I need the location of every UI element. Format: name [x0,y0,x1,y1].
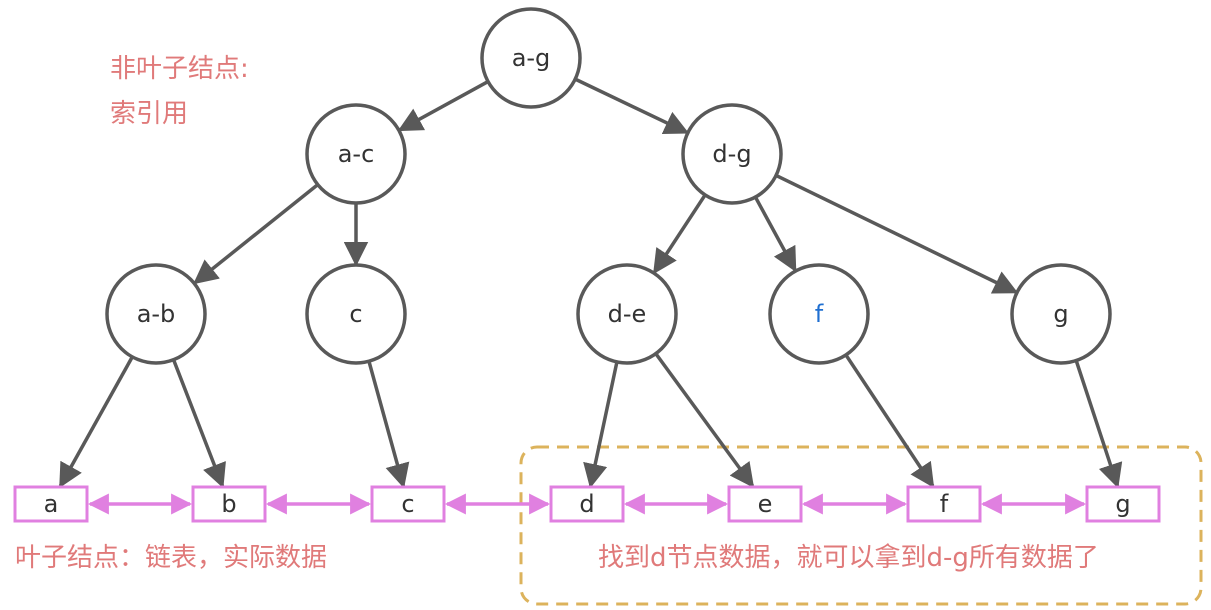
leaf-node-box [549,485,625,523]
leaf-node-f: f [906,485,982,523]
edge-c-Lc [367,360,410,489]
tree-node-de: d-e [576,263,678,365]
leaf-node-box [1085,485,1161,523]
edge-ag-ac [397,80,489,132]
tree-node-circle [576,263,678,365]
leaf-node-label: f [940,490,949,518]
leaf-node-label: g [1115,490,1130,518]
tree-node-label: d-e [608,300,647,328]
leaf-node-a: a [13,485,89,523]
edge-ab-La [58,356,134,489]
leaf-node-box [191,485,267,523]
leaf-nodes: a b c d e f g [13,485,1161,523]
tree-edges [58,77,1123,489]
tree-node-label: g [1053,300,1068,328]
edge-de-Ld [583,361,619,489]
tree-node-circle [681,103,783,205]
tree-node-label: f [815,300,824,328]
tree-nodes: a-g a-c d-g a-b c d-e f g [105,7,1112,365]
non-leaf-title: 非叶子结点: [110,54,249,84]
non-leaf-description: 索引用 [110,99,189,129]
range-highlight-box [519,445,1203,606]
leaf-node-box [370,485,446,523]
edge-dg-f [753,196,797,273]
leaf-node-label: b [221,490,236,518]
tree-node-ac: a-c [305,103,407,205]
tree-node-c: c [305,263,407,365]
tree-node-ab: a-b [105,263,207,365]
tree-node-circle [105,263,207,365]
tree-node-circle [768,263,870,365]
tree-node-ag: a-g [480,7,582,109]
leaf-node-label: d [579,490,594,518]
edge-ac-ab [193,183,319,285]
leaf-node-box [727,485,803,523]
leaf-node-box [13,485,89,523]
leaf-node-c: c [370,485,446,523]
leaf-node-label: e [758,490,773,518]
leaf-node-label: a [44,490,59,518]
tree-node-dg: d-g [681,103,783,205]
tree-node-f: f [768,263,870,365]
leaf-node-box [906,485,982,523]
edge-de-Le [654,352,755,488]
leaf-node-e: e [727,485,803,523]
tree-node-label: a-b [137,300,176,328]
edge-ag-dg [574,77,690,135]
leaf-node-b: b [191,485,267,523]
edge-f-Lf [844,353,935,489]
leaf-node-d: d [549,485,625,523]
edge-dg-de [652,194,707,275]
leaf-node-g: g [1085,485,1161,523]
tree-node-circle [305,263,407,365]
tree-node-label: a-g [512,44,551,72]
tree-node-circle [480,7,582,109]
edge-dg-g [775,173,1019,294]
tree-node-circle [305,103,407,205]
edge-g-Lg [1074,360,1123,489]
leaf-description: 叶子结点：链表，实际数据 [15,543,328,573]
range-note: 找到d节点数据，就可以拿到d-g所有数据了 [598,543,1099,573]
tree-node-label: d-g [712,140,751,168]
tree-node-label: a-c [338,140,375,168]
edge-ab-Lb [171,359,226,489]
tree-node-label: c [349,300,362,328]
tree-node-circle [1010,263,1112,365]
leaf-node-label: c [401,490,414,518]
tree-node-g: g [1010,263,1112,365]
